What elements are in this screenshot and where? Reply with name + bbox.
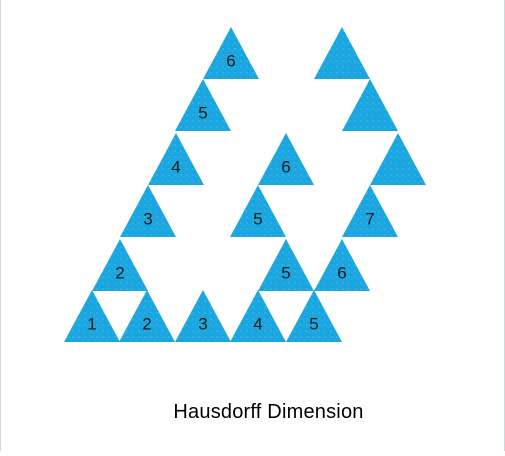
- triangle: [314, 27, 370, 79]
- triangle: [148, 133, 204, 185]
- triangle: [314, 239, 370, 291]
- triangle: [92, 239, 148, 291]
- triangle-label: 1: [87, 314, 96, 333]
- triangle-label: 3: [198, 314, 207, 333]
- triangle: [230, 185, 286, 237]
- triangle-label: 6: [281, 157, 290, 176]
- triangle-label: 6: [226, 51, 235, 70]
- diagram-caption: Hausdorff Dimension: [173, 401, 364, 423]
- triangle-label: 5: [281, 263, 290, 282]
- triangle: [230, 290, 286, 342]
- triangle: [370, 133, 426, 185]
- triangle: [258, 133, 314, 185]
- triangle-label: 2: [142, 314, 151, 333]
- triangle-label: 4: [253, 314, 262, 333]
- triangle: [175, 290, 231, 342]
- triangle-label: 5: [198, 103, 207, 122]
- triangle: [342, 79, 398, 131]
- triangle: [120, 185, 176, 237]
- left-border: [0, 0, 1, 451]
- triangle: [258, 239, 314, 291]
- triangle-label: 5: [253, 209, 262, 228]
- triangle: [203, 27, 259, 79]
- triangle: [286, 290, 342, 342]
- triangle-label: 2: [115, 263, 124, 282]
- triangle-label: 3: [143, 209, 152, 228]
- triangle: [119, 290, 175, 342]
- triangle-label: 5: [309, 314, 318, 333]
- triangle: [64, 290, 120, 342]
- triangle-label: 7: [365, 209, 374, 228]
- triangle-label: 6: [337, 263, 346, 282]
- triangle: [175, 79, 231, 131]
- triangle: [342, 185, 398, 237]
- triangle-label: 4: [171, 157, 180, 176]
